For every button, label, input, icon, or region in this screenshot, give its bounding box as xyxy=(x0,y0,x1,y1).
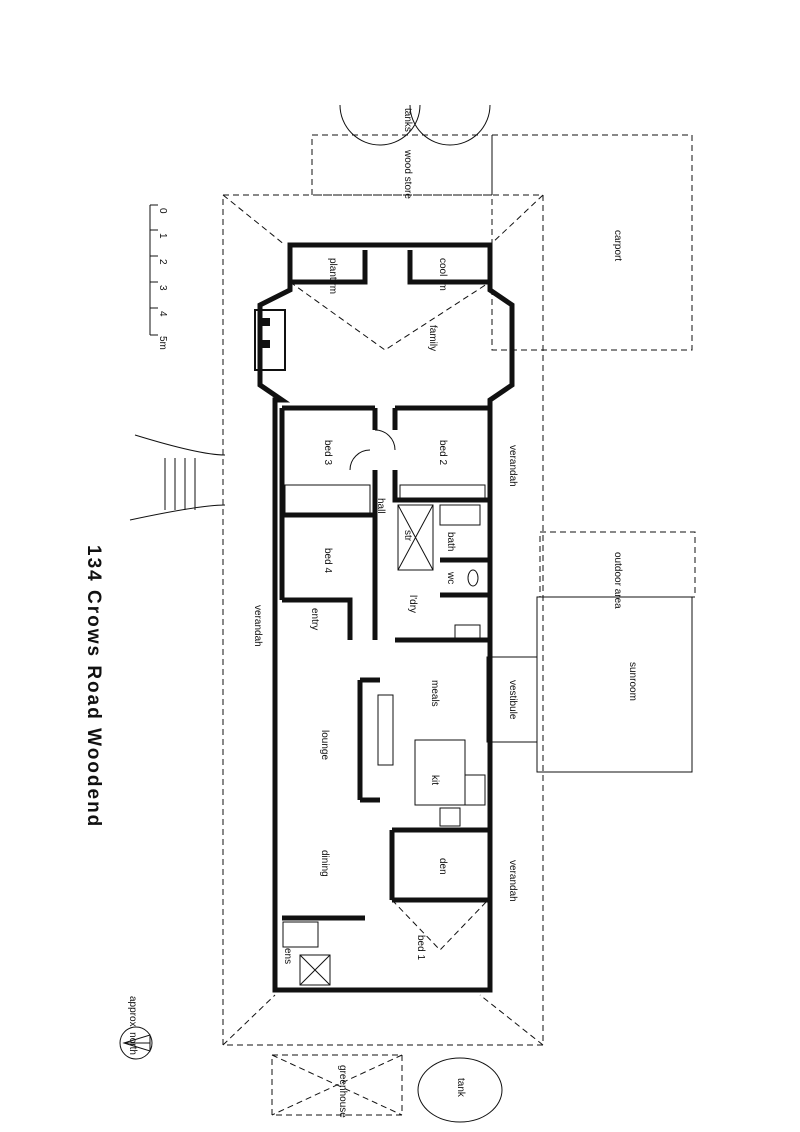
scale-tick-4: 4 xyxy=(157,311,168,317)
str-label: str xyxy=(402,530,413,542)
carport-outline xyxy=(491,134,693,351)
wood-store-label: wood store xyxy=(402,149,413,199)
roof-hip-lines xyxy=(222,194,544,1046)
plant-rm-label: plant rm xyxy=(327,258,338,294)
kit-label: kit xyxy=(429,775,440,785)
tanks-label: tanks xyxy=(402,108,413,132)
greenhouse-label: greenhouse xyxy=(337,1065,348,1118)
scale-tick-3: 3 xyxy=(157,285,168,291)
ldry-label: l'dry xyxy=(407,595,418,613)
toilet-icon xyxy=(467,569,479,587)
plan-title: 134 Crows Road Woodend xyxy=(83,545,104,828)
family-label: family xyxy=(427,325,438,351)
verandah-east-label: verandah xyxy=(507,445,518,487)
wc-walls xyxy=(440,557,488,598)
bath-label: bath xyxy=(445,532,456,551)
greenhouse-outline xyxy=(271,1054,403,1116)
bed1-walls xyxy=(282,897,488,921)
bed-door-arcs xyxy=(349,429,396,471)
ens-label: ens xyxy=(282,948,293,964)
bed3-robe xyxy=(284,484,371,516)
north-label: approx. north xyxy=(127,996,138,1055)
hall-label: hall xyxy=(375,498,386,514)
bedroom-walls xyxy=(279,408,488,640)
scale-tick-0: 0 xyxy=(157,208,168,214)
scale-bar: 0 1 2 3 4 5m xyxy=(149,204,168,350)
cool-rm-label: cool rm xyxy=(437,258,448,291)
lounge-label: lounge xyxy=(319,730,330,760)
wc-label: wc xyxy=(445,571,456,584)
den-walls xyxy=(389,827,488,900)
entry-label: entry xyxy=(309,608,320,630)
kitchen-island xyxy=(414,739,466,806)
tank-left-outline xyxy=(339,104,421,146)
scale-tick-1: 1 xyxy=(157,233,168,239)
bed1-ceiling-lines xyxy=(391,899,489,951)
family-ceiling-lines xyxy=(289,281,491,351)
bed2-robe xyxy=(399,484,486,501)
fireplace-detail xyxy=(262,318,270,326)
shower-cross xyxy=(397,504,434,571)
fireplace-icon xyxy=(254,309,286,371)
carport-label: carport xyxy=(612,230,623,261)
entry-steps xyxy=(129,434,226,521)
ensuite-shower xyxy=(299,954,331,986)
greenhouse-cross xyxy=(271,1054,403,1116)
tank-label: tank xyxy=(455,1078,466,1098)
wood-store-outline xyxy=(311,134,493,196)
scale-tick-2: 2 xyxy=(157,259,168,265)
lounge-fireplace-wall xyxy=(357,677,380,803)
fireplace-detail xyxy=(262,340,270,348)
den-label: den xyxy=(437,858,448,875)
bed2-label: bed 2 xyxy=(437,440,448,465)
house-exterior-walls xyxy=(257,242,515,993)
verandah-outline xyxy=(222,194,544,1046)
bed3-label: bed 3 xyxy=(322,440,333,465)
meals-label: meals xyxy=(429,680,440,707)
tank-outline xyxy=(417,1057,503,1123)
ensuite-vanity xyxy=(282,921,319,948)
scale-tick-5: 5m xyxy=(157,336,168,350)
sunroom-outline xyxy=(536,596,693,773)
entry-walls xyxy=(282,597,353,640)
ensuite-shower-cross xyxy=(299,954,331,986)
plant-cool-walls xyxy=(290,250,488,285)
bed1-label: bed 1 xyxy=(415,935,426,960)
tank-right-outline xyxy=(409,104,491,146)
outdoor-area-label: outdoor area xyxy=(612,552,623,609)
shower-str xyxy=(397,504,434,571)
sunroom-label: sunroom xyxy=(627,662,638,701)
fridge xyxy=(464,774,486,806)
verandah-south-label: verandah xyxy=(507,860,518,902)
north-arrow-icon xyxy=(119,1026,153,1060)
kitchen-bench xyxy=(377,694,394,766)
bathtub xyxy=(439,504,481,526)
vestibule-label: vestibule xyxy=(507,680,518,720)
cooktop xyxy=(439,807,461,827)
dining-label: dining xyxy=(319,850,330,877)
vestibule-outline xyxy=(486,656,538,743)
bed4-label: bed 4 xyxy=(322,548,333,573)
verandah-west-label: verandah xyxy=(252,605,263,647)
